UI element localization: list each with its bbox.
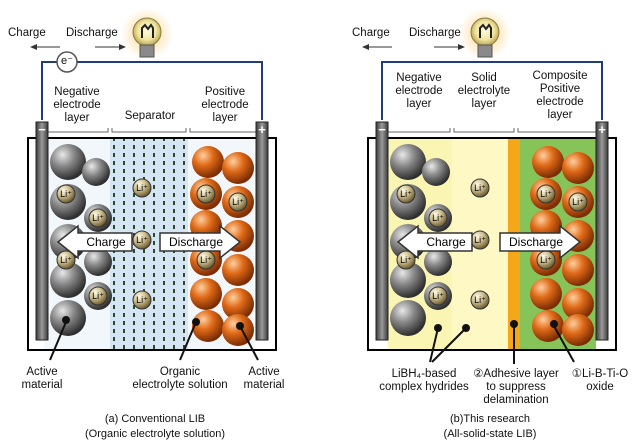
- charge-arrow: [396, 224, 473, 260]
- li-ion-label: Li⁺: [136, 235, 148, 245]
- negative-electrode: [375, 121, 389, 341]
- discharge-label: Discharge: [409, 27, 461, 39]
- li-ion-label: Li⁺: [432, 291, 444, 301]
- li-ion-label: Li⁺: [136, 295, 148, 305]
- charge-label: Charge: [8, 27, 46, 39]
- left-panel: Li⁺ Li⁺ Li⁺ Li⁺ Li⁺ Li⁺ Li⁺ Li⁺ Li⁺ Li⁺ …: [27, 8, 277, 361]
- li-ion-label: Li⁺: [400, 189, 412, 199]
- caption-right: (b)This research (All-solid-state LIB): [443, 413, 537, 440]
- li-ion-label: Li⁺: [200, 189, 212, 199]
- discharge-label: Discharge: [66, 27, 118, 39]
- positive-electrode-layer-label: Positive electrode layer: [201, 86, 249, 124]
- light-bulb-icon: [470, 17, 500, 47]
- active-material-right-label: Active material: [243, 366, 285, 391]
- charge-arrow: [56, 224, 133, 260]
- composite-positive-layer-label: Composite Positive electrode layer: [532, 70, 588, 121]
- li-ion-label: Li⁺: [474, 235, 486, 245]
- li-ion-label: Li⁺: [92, 213, 104, 223]
- negative-electrode-layer-label: Negative electrode layer: [395, 72, 443, 110]
- positive-electrode: [255, 121, 269, 341]
- li-ion-label: Li⁺: [432, 213, 444, 223]
- circuit-wire: [381, 61, 603, 120]
- li-ion-label: Li⁺: [400, 255, 412, 265]
- li-ion-label: Li⁺: [232, 197, 244, 207]
- li-ion-label: Li⁺: [92, 291, 104, 301]
- right-panel: Li⁺ Li⁺ Li⁺ Li⁺ Li⁺ Li⁺ Li⁺ Li⁺ Li⁺ Li⁺ …: [362, 8, 617, 364]
- li-ion-label: Li⁺: [474, 295, 486, 305]
- li-ion-label: Li⁺: [136, 183, 148, 193]
- charge-arrow-label: Charge: [86, 235, 126, 249]
- li-ion-label: Li⁺: [540, 189, 552, 199]
- positive-electrode: [595, 121, 609, 341]
- minus-sign: −: [38, 122, 46, 137]
- active-material-left-label: Active material: [21, 366, 63, 391]
- discharge-arrow-label: Discharge: [509, 235, 563, 249]
- li-ions-right: Li⁺ Li⁺ Li⁺ Li⁺ Li⁺ Li⁺ Li⁺ Li⁺ Li⁺ Li⁺: [396, 178, 588, 310]
- adhesive-layer-label: ②Adhesive layer to suppress delamination: [473, 368, 559, 406]
- plus-sign: +: [598, 122, 606, 137]
- electron-icon: [56, 51, 78, 73]
- li-ions-left: Li⁺ Li⁺ Li⁺ Li⁺ Li⁺ Li⁺ Li⁺ Li⁺ Li⁺ Li⁺: [56, 178, 248, 310]
- li-ion-label: Li⁺: [540, 255, 552, 265]
- discharge-arrow-label: Discharge: [169, 235, 223, 249]
- discharge-arrow: [159, 224, 242, 260]
- oxide-label: ①Li-B-Ti-O oxide: [571, 368, 629, 393]
- caption-left: (a) Conventional LIB (Organic electrolyt…: [84, 413, 225, 440]
- discharge-arrow: [499, 224, 582, 260]
- negative-electrode-layer-label: Negative electrode layer: [53, 86, 101, 124]
- li-ion-label: Li⁺: [572, 197, 584, 207]
- negative-electrode: [35, 121, 49, 341]
- minus-sign: −: [378, 122, 386, 137]
- circuit-wire: [41, 61, 263, 120]
- li-ion-label: Li⁺: [474, 183, 486, 193]
- li-ion-label: Li⁺: [200, 255, 212, 265]
- li-ion-label: Li⁺: [60, 189, 72, 199]
- plus-sign: +: [258, 122, 266, 137]
- electron-label: e⁻: [61, 55, 73, 67]
- li-ion-label: Li⁺: [60, 255, 72, 265]
- hydrides-label: LiBH₄-based complex hydrides: [379, 368, 469, 393]
- charge-arrow-label: Charge: [426, 235, 466, 249]
- light-bulb-icon: [132, 17, 162, 47]
- organic-electrolyte-label: Organic electrolyte solution: [132, 366, 228, 391]
- solid-electrolyte-layer-label: Solid electrolyte layer: [457, 72, 511, 110]
- separator-label: Separator: [124, 110, 176, 122]
- charge-label: Charge: [352, 27, 390, 39]
